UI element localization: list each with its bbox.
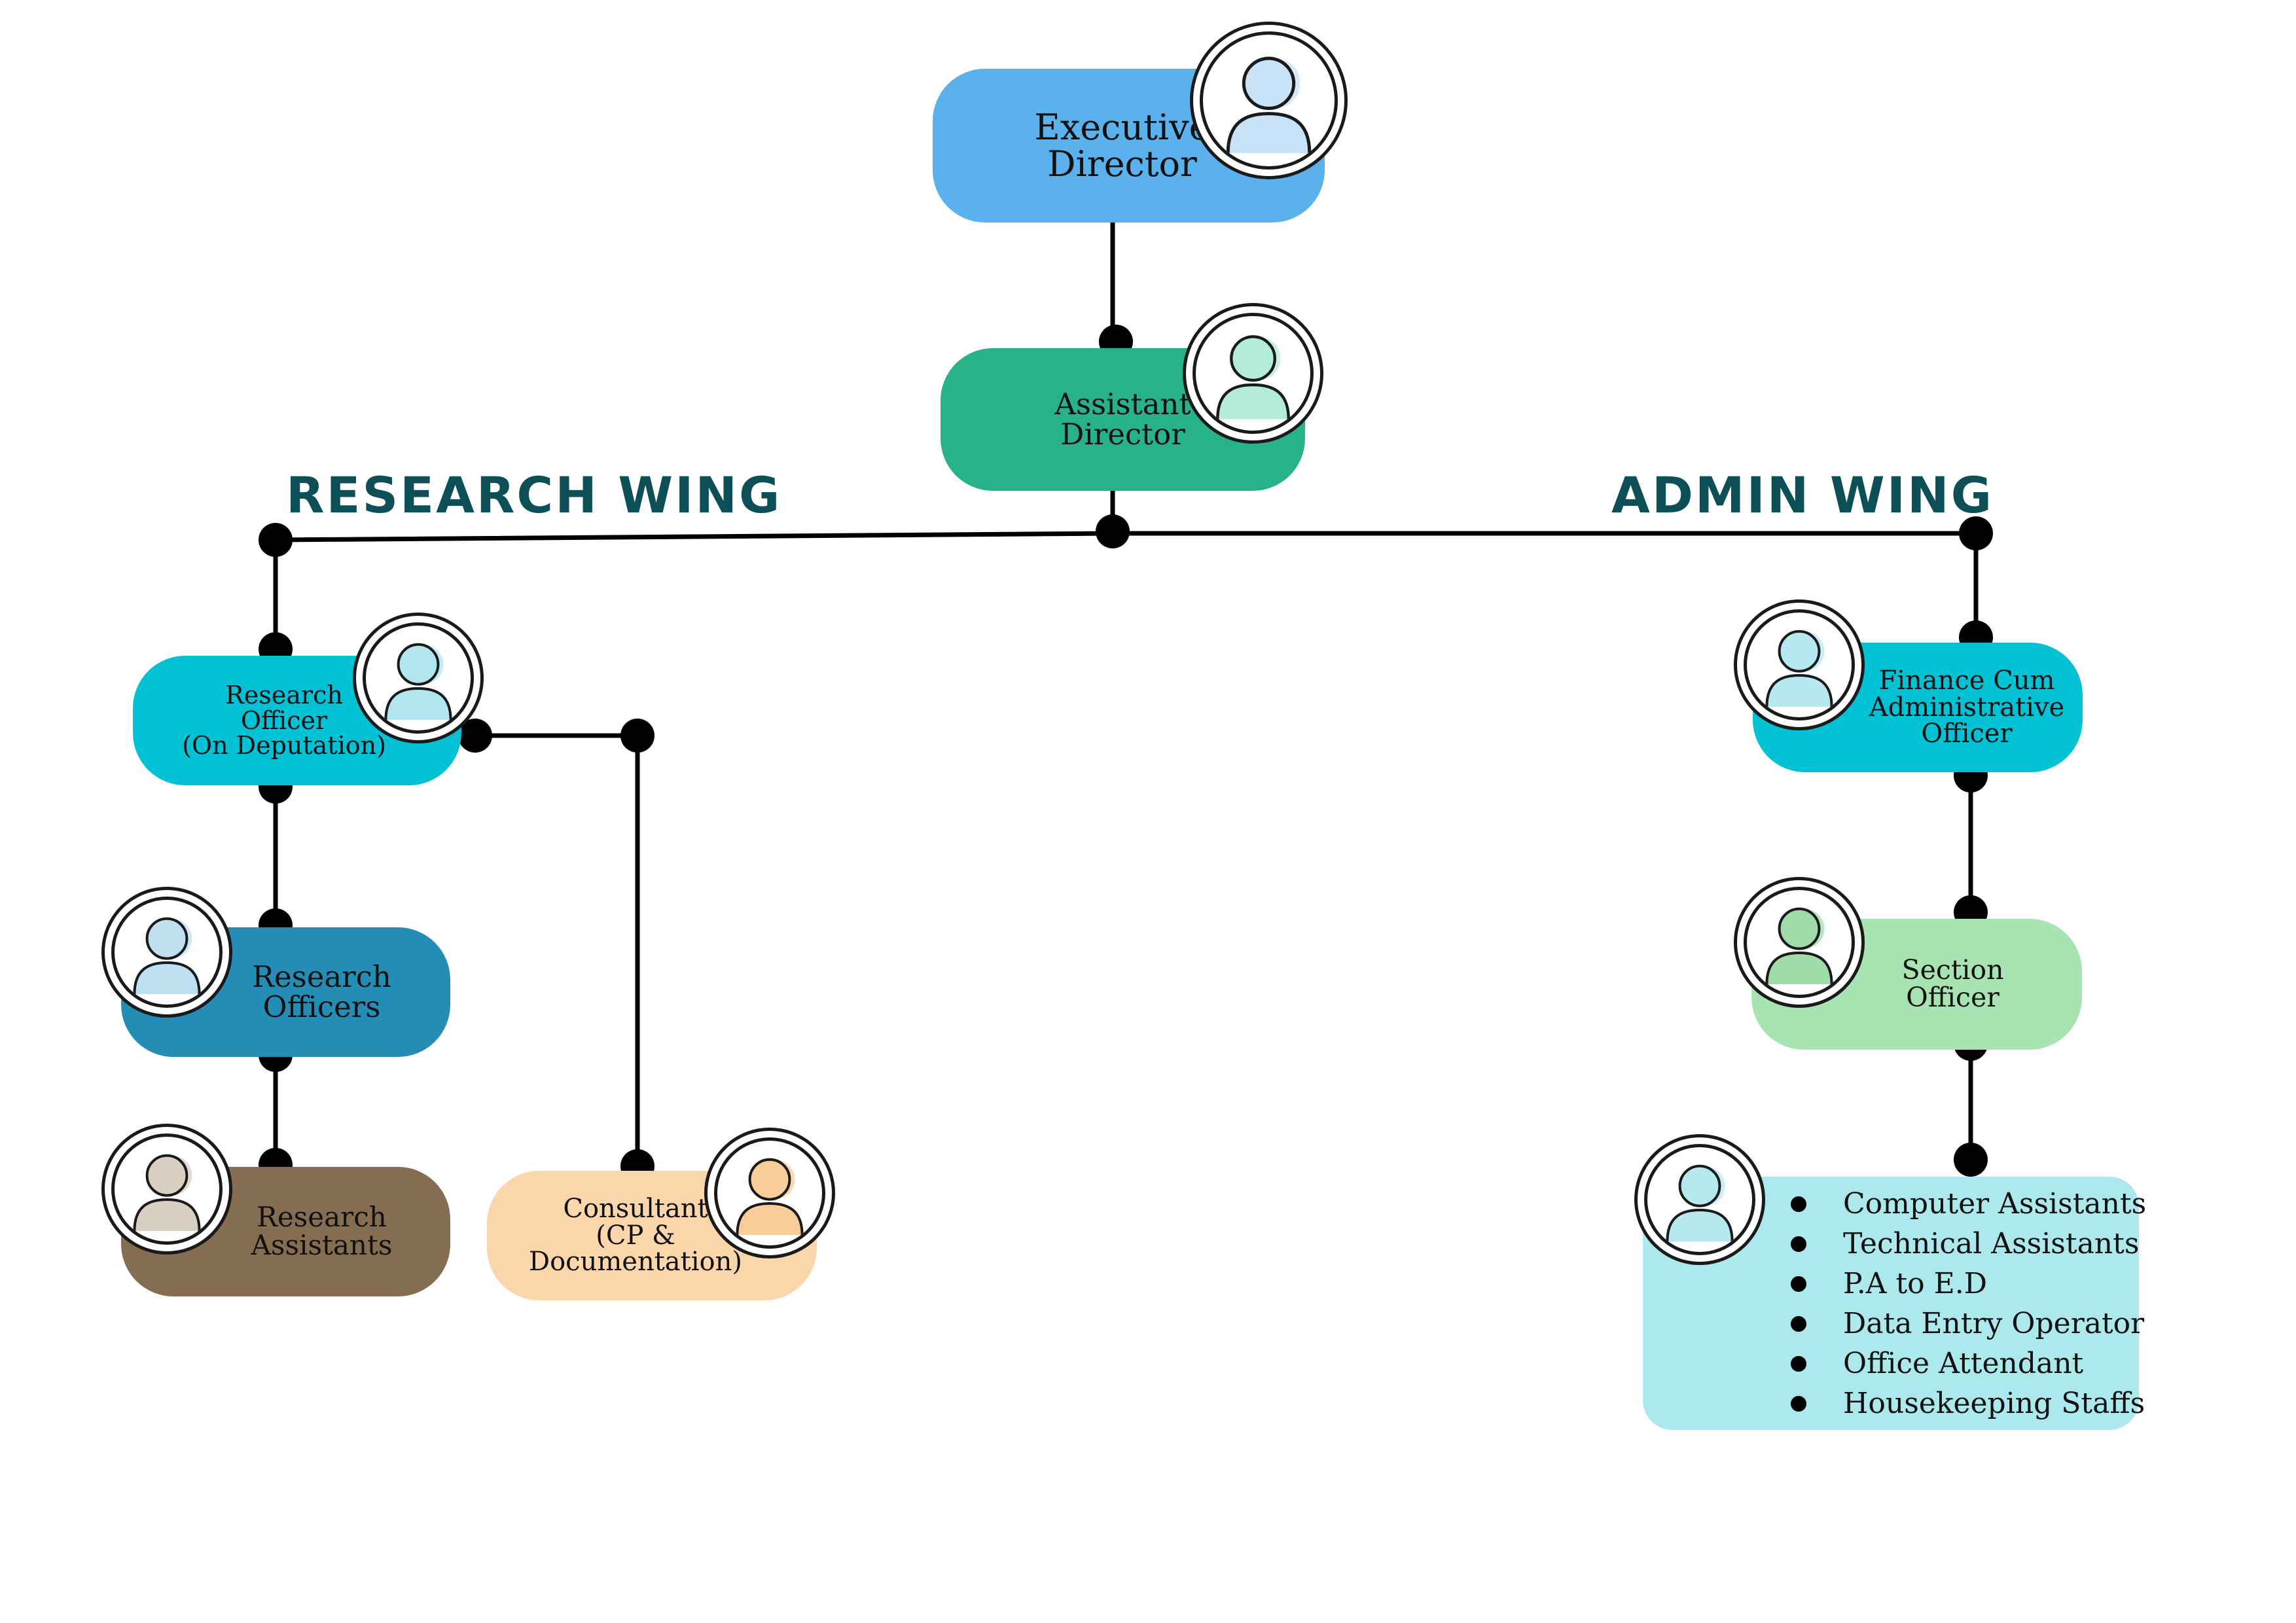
node-label-line: Administrative (1869, 692, 2065, 722)
node-label-line: Director (1060, 417, 1185, 452)
list-item: Housekeeping Staffs (1791, 1383, 2146, 1423)
list-item: Office Attendant (1791, 1344, 2146, 1383)
person-icon (111, 1133, 223, 1245)
node-label-line: Assistant (1054, 387, 1191, 422)
person-icon (1200, 31, 1338, 169)
support-staff-list: Computer Assistants Technical Assistants… (1791, 1184, 2146, 1423)
person-icon (714, 1137, 825, 1249)
list-item: Data Entry Operator (1791, 1304, 2146, 1344)
node-label-line: Consultant (563, 1193, 708, 1224)
support-staff-node: Computer Assistants Technical Assistants… (1643, 1177, 2146, 1430)
node-label-line: Officer (1921, 719, 2013, 749)
connector-dot (1096, 514, 1130, 548)
research-wing-label: RESEARCH WING (286, 466, 782, 524)
connector-dot (620, 719, 655, 753)
node-label-line: (On Deputation) (182, 731, 386, 760)
list-item: P.A to E.D (1791, 1264, 2146, 1304)
node-label-line: Documentation) (529, 1247, 742, 1277)
connector-dot (1959, 516, 1993, 550)
node-label-line: Section (1901, 954, 2004, 986)
person-icon (1644, 1144, 1755, 1255)
node-label-line: Research (225, 680, 343, 709)
node-label-line: Finance Cum (1878, 665, 2055, 696)
node-label-line: Research (257, 1201, 387, 1234)
person-icon (1744, 609, 1855, 721)
admin-wing-label: ADMIN WING (1611, 466, 1994, 524)
list-item: Technical Assistants (1791, 1224, 2146, 1264)
person-icon (1744, 887, 1855, 998)
node-label-line: Assistants (251, 1229, 393, 1261)
node-label-line: Director (1047, 143, 1197, 185)
node-label-line: Executive (1034, 107, 1210, 149)
connector-main-bus-left (273, 531, 1115, 543)
person-icon (1193, 313, 1314, 434)
connector-dot (458, 719, 492, 753)
node-label-line: Officer (1906, 982, 2000, 1013)
connector-dot (1954, 1143, 1988, 1177)
node-label-line: Officers (262, 990, 381, 1024)
connector-dot (259, 523, 293, 557)
person-icon (363, 622, 474, 734)
person-icon (111, 897, 223, 1008)
node-label-line: Research (252, 959, 391, 995)
node-label-line: (CP & (596, 1220, 675, 1251)
node-label-line: Officer (240, 705, 328, 735)
list-item: Computer Assistants (1791, 1184, 2146, 1224)
